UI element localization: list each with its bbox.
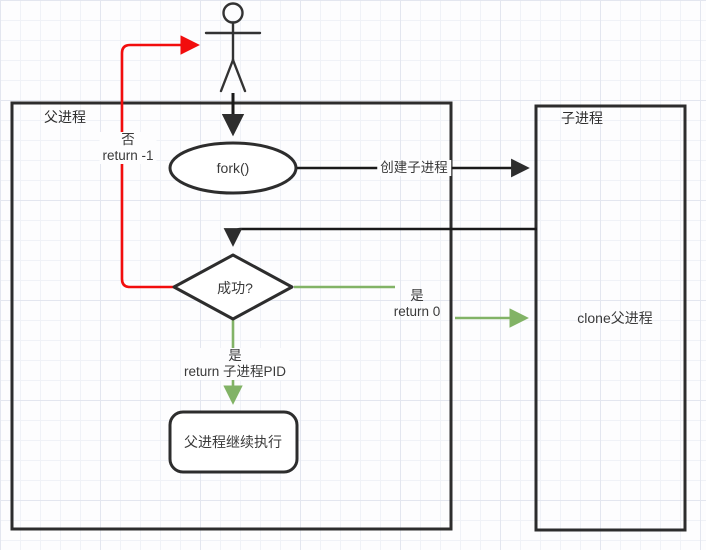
edge-yes-pid-label-line2: return 子进程PID xyxy=(183,364,287,379)
edge-yes-zero-label: 是 return 0 xyxy=(394,288,441,320)
edge-fail-return xyxy=(120,35,200,289)
fork-node-label: fork() xyxy=(216,160,250,176)
clone-node-label: clone父进程 xyxy=(577,310,653,326)
edge-yes-zero-label-line2: return 0 xyxy=(393,304,441,319)
actor-icon xyxy=(204,2,262,93)
continue-node-label: 父进程继续执行 xyxy=(184,434,282,450)
decision-node-label: 成功? xyxy=(217,280,253,296)
fork-node xyxy=(168,141,298,195)
continue-node xyxy=(168,410,299,474)
child-process-container xyxy=(534,104,687,532)
edge-yes-pid-label-line1: 是 xyxy=(228,348,242,363)
decision-node xyxy=(172,253,294,321)
child-container-label: 子进程 xyxy=(561,110,603,126)
edge-child-to-decision xyxy=(223,227,537,247)
edge-fail-label: 否 return -1 xyxy=(99,132,157,164)
edge-yes-pid-label: 是 return 子进程PID xyxy=(180,348,290,380)
edge-fail-label-line1: 否 xyxy=(121,132,135,147)
parent-container-label: 父进程 xyxy=(44,109,86,125)
edge-create-child-label: 创建子进程 xyxy=(377,160,451,176)
edge-fail-label-line2: return -1 xyxy=(102,148,154,163)
edge-yes-zero-label-line1: 是 xyxy=(410,288,424,303)
